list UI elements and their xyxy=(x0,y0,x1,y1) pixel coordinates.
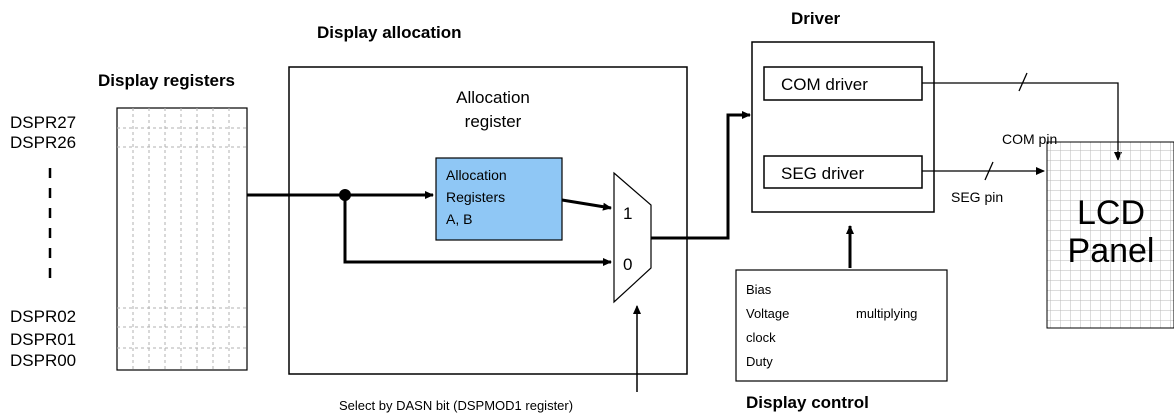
register-label-dspr26: DSPR26 xyxy=(10,133,76,152)
register-label-dspr02: DSPR02 xyxy=(10,307,76,326)
register-label-dspr27: DSPR27 xyxy=(10,113,76,132)
driver-title: Driver xyxy=(791,9,841,28)
control-bias: Bias xyxy=(746,282,772,297)
control-voltage: Voltage xyxy=(746,306,789,321)
lcd-panel: LCD Panel xyxy=(1046,141,1174,329)
junction-dot xyxy=(339,189,351,201)
display-control-box xyxy=(735,269,948,382)
display-allocation-box xyxy=(288,66,688,375)
register-label-dspr01: DSPR01 xyxy=(10,330,76,349)
select-caption: Select by DASN bit (DSPMOD1 register) xyxy=(339,398,573,413)
seg-driver-box xyxy=(763,155,923,189)
display-registers-block xyxy=(116,107,248,371)
allocated-wire xyxy=(561,198,612,211)
display-allocation-title: Display allocation xyxy=(317,23,462,42)
com-driver-box xyxy=(763,66,923,101)
allocation-registers-box xyxy=(435,157,563,241)
allocation-register-label-line1: Allocation xyxy=(456,88,530,107)
seg-pin-slash xyxy=(984,161,994,181)
control-clock: clock xyxy=(746,330,776,345)
com-driver-label: COM driver xyxy=(781,75,868,94)
mux-input-0-label: 0 xyxy=(623,255,632,274)
seg-pin-label: SEG pin xyxy=(951,189,1003,205)
display-registers-title: Display registers xyxy=(98,71,235,90)
display-control-title: Display control xyxy=(746,393,869,412)
com-pin-slash xyxy=(1018,72,1028,92)
bypass-wire xyxy=(343,195,612,266)
lcd-label-line2: Panel xyxy=(1068,232,1155,270)
allocation-registers-line1: Allocation xyxy=(446,167,507,183)
com-pin-label: COM pin xyxy=(1002,131,1057,147)
allocation-register-label-line2: register xyxy=(465,112,522,131)
control-multiplying: multiplying xyxy=(856,306,917,321)
allocation-registers-line2: Registers xyxy=(446,189,505,205)
mux-input-1-label: 1 xyxy=(623,204,632,223)
com-pin-wire xyxy=(922,82,1122,161)
register-label-dspr00: DSPR00 xyxy=(10,351,76,370)
allocation-registers-line3: A, B xyxy=(446,211,472,227)
multiplexer xyxy=(613,171,652,304)
mux-output-wire xyxy=(651,111,751,240)
lcd-label-line1: LCD xyxy=(1077,194,1145,232)
seg-driver-label: SEG driver xyxy=(781,164,864,183)
control-duty: Duty xyxy=(746,354,773,369)
